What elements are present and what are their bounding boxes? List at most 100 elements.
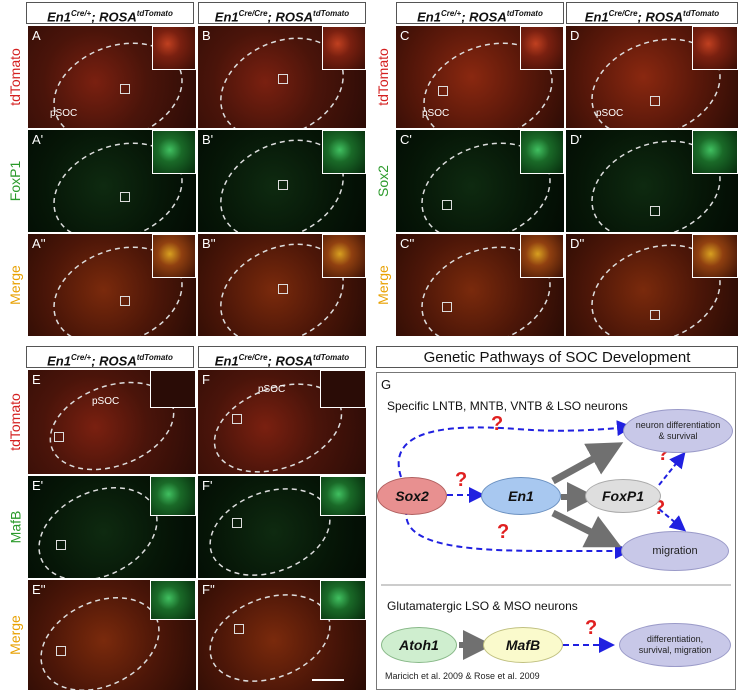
psoc-label-f: pSOC bbox=[258, 384, 286, 395]
panel-label-f2: F'' bbox=[202, 582, 215, 597]
panel-label-b1: B' bbox=[202, 132, 214, 147]
panel-d-tdtomato: D pSOC bbox=[566, 26, 738, 128]
roi-box-b1 bbox=[278, 180, 288, 190]
inset-d2 bbox=[692, 234, 738, 278]
node-migration: migration bbox=[621, 531, 729, 571]
inset-c2 bbox=[520, 234, 564, 278]
row-label-mafb: MafB bbox=[7, 510, 23, 544]
roi-box-f2 bbox=[234, 624, 244, 634]
roi-box-e1 bbox=[56, 540, 66, 550]
panel-f1-mafb: F' bbox=[198, 476, 366, 578]
roi-box-f1 bbox=[232, 518, 242, 528]
roi-box-a2 bbox=[120, 296, 130, 306]
roi-box-a bbox=[120, 84, 130, 94]
roi-box-e bbox=[54, 432, 64, 442]
roi-box-f bbox=[232, 414, 242, 424]
row-label-sox2: Sox2 bbox=[375, 165, 392, 197]
pathway-arrows bbox=[381, 420, 731, 660]
panel-label-c2: C'' bbox=[400, 236, 415, 251]
psoc-label-d: pSOC bbox=[596, 108, 624, 119]
row-label-tdtomato-1: tdTomato bbox=[7, 48, 23, 106]
node-sox2: Sox2 bbox=[377, 477, 447, 515]
node-mafb: MafB bbox=[483, 627, 563, 663]
node-atoh1: Atoh1 bbox=[381, 627, 457, 663]
inset-e bbox=[150, 370, 196, 408]
panel-label-c: C bbox=[400, 28, 410, 43]
panel-label-e2: E'' bbox=[32, 582, 46, 597]
question-mark-2: ? bbox=[455, 469, 468, 491]
panel-c1-sox2: C' bbox=[396, 130, 564, 232]
panel-label-d1: D' bbox=[570, 132, 582, 147]
question-mark-6: ? bbox=[585, 617, 598, 639]
node-neuron-differentiation: neuron differentiation& survival bbox=[623, 409, 733, 453]
panel-label-e1: E' bbox=[32, 478, 44, 493]
header-en1-cre-cre-b: En1Cre/Cre; ROSAtdTomato bbox=[198, 2, 366, 24]
roi-box-a1 bbox=[120, 192, 130, 202]
roi-box-c1 bbox=[442, 200, 452, 210]
panel-a1-foxp1: A' bbox=[28, 130, 196, 232]
panel-a-tdtomato: A pSOC bbox=[28, 26, 196, 128]
panel-label-a2: A'' bbox=[32, 236, 46, 251]
roi-box-c bbox=[438, 86, 448, 96]
node-foxp1: FoxP1 bbox=[585, 479, 661, 513]
panel-label-b2: B'' bbox=[202, 236, 216, 251]
question-mark-1: ? bbox=[491, 413, 504, 435]
panel-label-f1: F' bbox=[202, 478, 213, 493]
header-genetic-pathways: Genetic Pathways of SOC Development bbox=[376, 346, 738, 368]
panel-e-tdtomato: E pSOC bbox=[28, 370, 196, 474]
diagram-label-g: G bbox=[381, 377, 392, 392]
roi-box-c2 bbox=[442, 302, 452, 312]
panel-c-tdtomato: C pSOC bbox=[396, 26, 564, 128]
row-label-merge-2: Merge bbox=[375, 265, 391, 305]
inset-d bbox=[692, 26, 738, 70]
panel-d2-merge: D'' bbox=[566, 234, 738, 336]
psoc-label-e: pSOC bbox=[92, 396, 120, 407]
panel-label-d2: D'' bbox=[570, 236, 585, 251]
roi-box-d2 bbox=[650, 310, 660, 320]
panel-b2-merge: B'' bbox=[198, 234, 366, 336]
row-label-merge-1: Merge bbox=[7, 265, 23, 305]
psoc-label-a: pSOC bbox=[50, 108, 78, 119]
panel-label-a: A bbox=[32, 28, 41, 43]
inset-c1 bbox=[520, 130, 564, 174]
header-en1-cre-cre-d: En1Cre/Cre; ROSAtdTomato bbox=[566, 2, 738, 24]
inset-f1 bbox=[320, 476, 366, 516]
roi-box-d bbox=[650, 96, 660, 106]
panel-d1-sox2: D' bbox=[566, 130, 738, 232]
row-label-tdtomato-3: tdTomato bbox=[7, 393, 23, 451]
roi-box-b bbox=[278, 74, 288, 84]
citation: Maricich et al. 2009 & Rose et al. 2009 bbox=[385, 671, 540, 681]
panel-label-e: E bbox=[32, 372, 41, 387]
panel-f-tdtomato: F pSOC bbox=[198, 370, 366, 474]
panel-label-c1: C' bbox=[400, 132, 412, 147]
pathway-diagram: G Specific LNTB, MNTB, VNTB & LSO neuron… bbox=[376, 372, 736, 690]
node-en1: En1 bbox=[481, 477, 561, 515]
roi-box-e2 bbox=[56, 646, 66, 656]
inset-e2 bbox=[150, 580, 196, 620]
panel-b-tdtomato: B bbox=[198, 26, 366, 128]
panel-f2-merge: F'' bbox=[198, 580, 366, 690]
node-differentiation-survival-migration: differentiation,survival, migration bbox=[619, 623, 731, 667]
inset-f bbox=[320, 370, 366, 408]
panel-b1-foxp1: B' bbox=[198, 130, 366, 232]
row-label-tdtomato-2: tdTomato bbox=[375, 48, 391, 106]
inset-b1 bbox=[322, 130, 366, 174]
panel-e1-mafb: E' bbox=[28, 476, 196, 578]
inset-a2 bbox=[152, 234, 196, 278]
panel-label-f: F bbox=[202, 372, 210, 387]
panel-label-d: D bbox=[570, 28, 580, 43]
panel-e2-merge: E'' bbox=[28, 580, 196, 690]
header-en1-cre-cre-f: En1Cre/Cre; ROSAtdTomato bbox=[198, 346, 366, 368]
roi-box-d1 bbox=[650, 206, 660, 216]
question-mark-5: ? bbox=[497, 521, 510, 543]
inset-e1 bbox=[150, 476, 196, 516]
inset-a bbox=[152, 26, 196, 70]
row-label-merge-3: Merge bbox=[7, 615, 23, 655]
panel-c2-merge: C'' bbox=[396, 234, 564, 336]
inset-c bbox=[520, 26, 564, 70]
header-en1-cre-plus-e: En1Cre/+; ROSAtdTomato bbox=[26, 346, 194, 368]
section-title-specific-neurons: Specific LNTB, MNTB, VNTB & LSO neurons bbox=[387, 399, 628, 413]
inset-b2 bbox=[322, 234, 366, 278]
roi-box-b2 bbox=[278, 284, 288, 294]
section-title-glutamatergic: Glutamatergic LSO & MSO neurons bbox=[387, 599, 578, 613]
